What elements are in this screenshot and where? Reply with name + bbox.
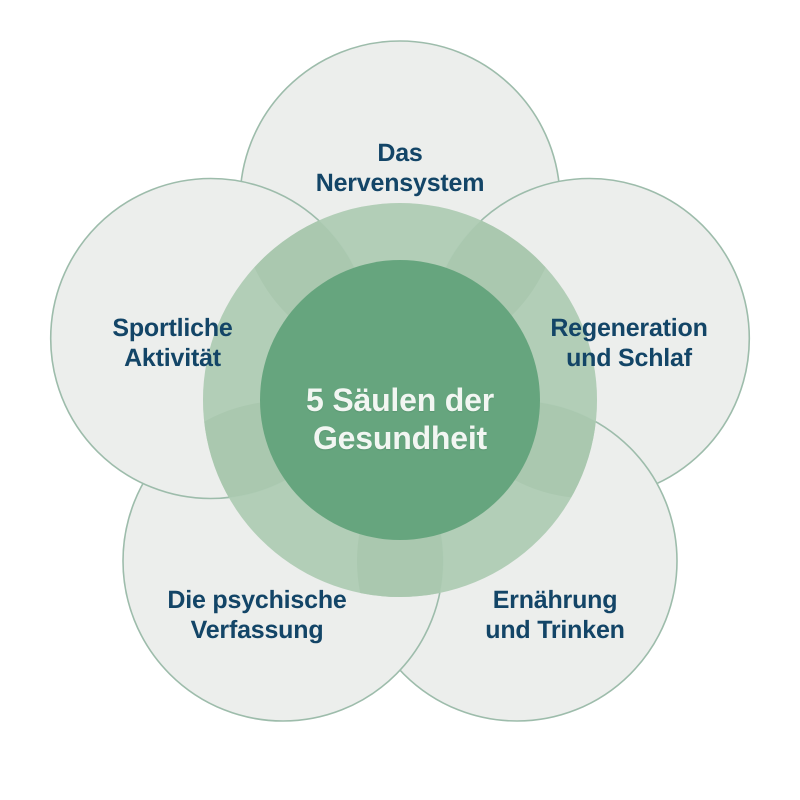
center-circle[interactable] [260, 260, 540, 540]
